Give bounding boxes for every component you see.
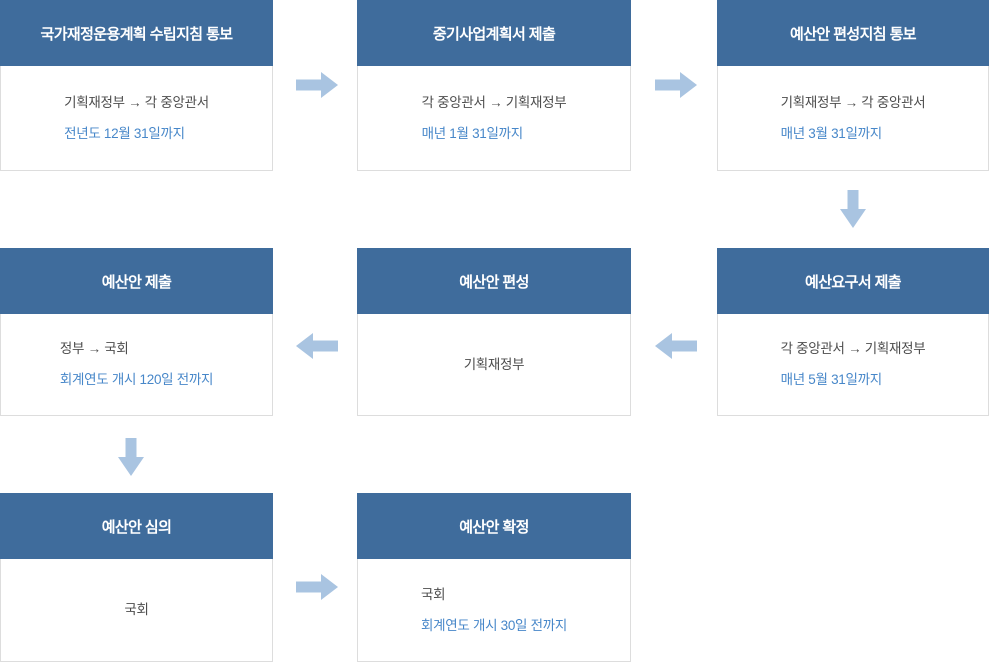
step-3-title: 예산안 편성지침 통보	[717, 0, 989, 66]
step-7-lines: 국회	[124, 600, 149, 620]
arrow-right-icon	[296, 574, 338, 600]
step-8-actor-text: 국회	[421, 586, 446, 602]
step-3-flow-text: 기획재정부 → 각 중앙관서	[780, 94, 926, 110]
step-3-box: 예산안 편성지침 통보 기획재정부 → 각 중앙관서 매년 3월 31일까지	[717, 0, 989, 171]
step-7-title: 예산안 심의	[0, 493, 273, 559]
arrow-down-icon	[118, 438, 144, 476]
step-4-deadline-text: 매년 5월 31일까지	[780, 372, 883, 387]
step-2-lines: 각 중앙관서 → 기획재정부 매년 1월 31일까지	[422, 93, 567, 144]
step-4-body: 각 중앙관서 → 기획재정부 매년 5월 31일까지	[717, 314, 989, 416]
step-6-body: 정부 → 국회 회계연도 개시 120일 전까지	[0, 314, 273, 416]
step-3-deadline-text: 매년 3월 31일까지	[780, 125, 883, 141]
step-6-lines: 정부 → 국회 회계연도 개시 120일 전까지	[60, 339, 213, 390]
step-2-box: 중기사업계획서 제출 각 중앙관서 → 기획재정부 매년 1월 31일까지	[357, 0, 631, 171]
arrow-right-icon	[655, 72, 697, 98]
step-6-title: 예산안 제출	[0, 248, 273, 314]
step-5-box: 예산안 편성 기획재정부	[357, 248, 631, 416]
step-4-title: 예산요구서 제출	[717, 248, 989, 314]
step-4-box: 예산요구서 제출 각 중앙관서 → 기획재정부 매년 5월 31일까지	[717, 248, 989, 416]
step-1-box: 국가재정운용계획 수립지침 통보 기획재정부 → 각 중앙관서 전년도 12월 …	[0, 0, 273, 171]
step-8-deadline-text: 회계연도 개시 30일 전까지	[421, 617, 567, 633]
step-1-deadline-text: 전년도 12월 31일까지	[64, 125, 185, 141]
step-2-flow-text: 각 중앙관서 → 기획재정부	[421, 94, 567, 110]
step-3-body: 기획재정부 → 각 중앙관서 매년 3월 31일까지	[717, 66, 989, 171]
step-1-flow-text: 기획재정부 → 각 중앙관서	[64, 94, 209, 110]
step-5-title: 예산안 편성	[357, 248, 631, 314]
step-7-actor-text: 국회	[124, 602, 149, 617]
step-1-lines: 기획재정부 → 각 중앙관서 전년도 12월 31일까지	[64, 93, 209, 144]
step-3-lines: 기획재정부 → 각 중앙관서 매년 3월 31일까지	[781, 93, 926, 144]
step-8-box: 예산안 확정 국회 회계연도 개시 30일 전까지	[357, 493, 631, 662]
step-5-body: 기획재정부	[357, 314, 631, 416]
step-1-body: 기획재정부 → 각 중앙관서 전년도 12월 31일까지	[0, 66, 273, 171]
step-6-box: 예산안 제출 정부 → 국회 회계연도 개시 120일 전까지	[0, 248, 273, 416]
step-2-body: 각 중앙관서 → 기획재정부 매년 1월 31일까지	[357, 66, 631, 171]
arrow-left-icon	[655, 333, 697, 359]
step-8-title: 예산안 확정	[357, 493, 631, 559]
step-1-title: 국가재정운용계획 수립지침 통보	[0, 0, 273, 66]
step-6-flow-text: 정부 → 국회	[59, 341, 129, 356]
step-5-actor-text: 기획재정부	[463, 356, 525, 372]
step-5-lines: 기획재정부	[464, 355, 525, 375]
arrow-down-icon	[840, 190, 866, 228]
step-2-title: 중기사업계획서 제출	[357, 0, 631, 66]
step-4-flow-text: 각 중앙관서 → 기획재정부	[780, 341, 926, 356]
step-2-deadline-text: 매년 1월 31일까지	[421, 125, 524, 141]
step-6-deadline-text: 회계연도 개시 120일 전까지	[59, 372, 214, 387]
step-7-box: 예산안 심의 국회	[0, 493, 273, 662]
step-4-lines: 각 중앙관서 → 기획재정부 매년 5월 31일까지	[781, 339, 926, 390]
step-7-body: 국회	[0, 559, 273, 662]
step-8-body: 국회 회계연도 개시 30일 전까지	[357, 559, 631, 662]
arrow-left-icon	[296, 333, 338, 359]
step-8-lines: 국회 회계연도 개시 30일 전까지	[421, 585, 567, 636]
arrow-right-icon	[296, 72, 338, 98]
